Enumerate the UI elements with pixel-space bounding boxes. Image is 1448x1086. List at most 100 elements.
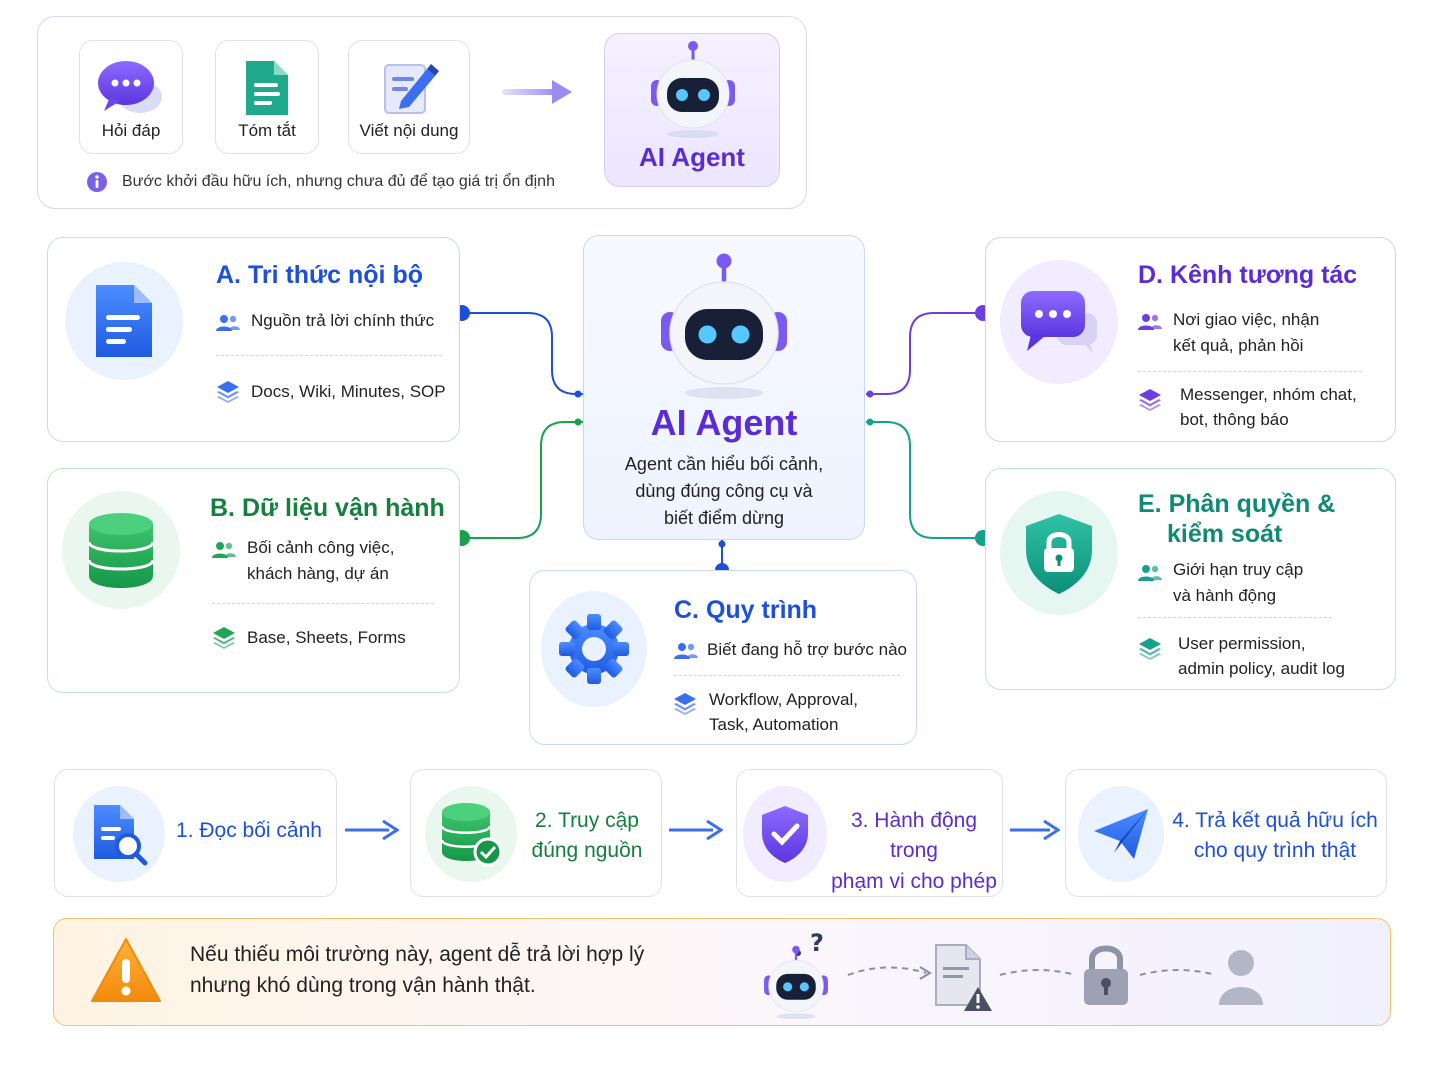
step-2-line1: 2. Truy cập	[535, 809, 639, 832]
database-check-icon	[440, 803, 503, 867]
section-d-title: D. Kênh tương tác	[1138, 261, 1358, 289]
layers-icon	[1138, 636, 1162, 660]
shield-check-icon	[762, 806, 808, 863]
step-1-title: 1. Đọc bối cảnh	[176, 819, 322, 842]
dashed-arrow-icon	[847, 966, 932, 980]
layers-icon	[212, 625, 236, 649]
section-b-row2: Base, Sheets, Forms	[247, 628, 406, 647]
section-a-row2: Docs, Wiki, Minutes, SOP	[251, 382, 446, 401]
section-a-title: A. Tri thức nội bộ	[216, 261, 423, 289]
divider	[1138, 371, 1362, 372]
document-icon	[246, 61, 288, 115]
document-warning-icon	[935, 944, 992, 1011]
section-d-row2: Messenger, nhóm chat,	[1180, 385, 1357, 404]
section-d-row1-line2: kết quả, phản hồi	[1173, 336, 1304, 355]
section-d-card: D. Kênh tương tác Nơi giao việc, nhận kế…	[985, 237, 1396, 442]
center-desc-line: biết điểm dừng	[663, 508, 785, 528]
warning-line2: nhưng khó dùng trong vận hành thật.	[190, 974, 536, 997]
section-e-row1: Giới hạn truy cập	[1173, 560, 1304, 579]
intro-panel: Hỏi đáp Tóm tắt Viết nội dung AI Agent	[37, 16, 807, 209]
divider	[674, 675, 900, 676]
dashed-line-icon	[999, 969, 1077, 976]
gear-icon	[559, 614, 629, 684]
layers-icon	[1138, 387, 1162, 411]
paper-plane-icon	[1094, 809, 1148, 859]
section-b-title: B. Dữ liệu vận hành	[210, 494, 445, 522]
section-e-card: E. Phân quyền & kiểm soát Giới hạn truy …	[985, 468, 1396, 690]
lock-icon	[1084, 945, 1128, 1005]
icon-circle	[62, 491, 180, 609]
people-icon	[1138, 563, 1162, 583]
step-card-4: 4. Trả kết quả hữu ích cho quy trình thậ…	[1065, 769, 1387, 897]
arrow-right-icon	[1010, 819, 1060, 841]
icon-circle	[425, 786, 517, 882]
icon-circle	[541, 591, 647, 707]
warning-line1: Nếu thiếu môi trường này, agent dễ trả l…	[190, 943, 645, 966]
step-card-3: 3. Hành động trong phạm vi cho phép	[736, 769, 1003, 897]
people-icon	[212, 540, 236, 560]
feature-label: Viết nội dung	[359, 121, 459, 140]
arrow-right-icon	[345, 819, 399, 841]
section-c-row1: Biết đang hỗ trợ bước nào	[707, 640, 908, 659]
feature-label: Hỏi đáp	[101, 121, 161, 140]
section-e-title-line2: kiểm soát	[1167, 520, 1283, 548]
step-2-title: 2. Truy cập đúng nguồn	[515, 806, 659, 867]
feature-card-summary: Tóm tắt	[215, 40, 319, 154]
step-4-line2: cho quy trình thật	[1193, 839, 1357, 863]
center-desc-line: dùng đúng công cụ và	[635, 481, 813, 501]
people-icon	[674, 641, 698, 661]
divider	[1138, 617, 1332, 618]
section-d-row2-line2: bot, thông báo	[1180, 410, 1289, 429]
icon-circle	[1000, 260, 1118, 384]
step-card-1: 1. Đọc bối cảnh	[54, 769, 337, 897]
shield-lock-icon	[1026, 514, 1092, 594]
step-card-2: 2. Truy cập đúng nguồn	[410, 769, 662, 897]
warning-banner: Nếu thiếu môi trường này, agent dễ trả l…	[53, 918, 1391, 1026]
layers-icon	[673, 691, 697, 715]
section-b-row1-line2: khách hàng, dự án	[247, 564, 389, 583]
section-e-row2-line2: admin policy, audit log	[1178, 659, 1345, 678]
center-agent-title: AI Agent	[650, 402, 798, 443]
top-agent-title: AI Agent	[639, 142, 745, 172]
step-3-line1: 3. Hành động trong	[850, 809, 978, 863]
step-2-line2: đúng nguồn	[531, 839, 643, 863]
step-4-line1: 4. Trả kết quả hữu ích	[1172, 809, 1378, 832]
section-a-row1: Nguồn trả lời chính thức	[251, 311, 435, 330]
divider	[216, 355, 442, 356]
section-e-row2: User permission,	[1178, 634, 1306, 653]
document-icon	[96, 285, 152, 357]
section-e-title: E. Phân quyền &	[1138, 490, 1336, 518]
icon-circle	[65, 262, 183, 380]
section-c-card: C. Quy trình Biết đang hỗ trợ bước nào W…	[529, 570, 917, 745]
people-icon	[1138, 312, 1162, 332]
robot-icon	[644, 252, 804, 402]
chat-bubble-icon	[98, 61, 162, 113]
step-4-title: 4. Trả kết quả hữu ích cho quy trình thậ…	[1170, 806, 1380, 867]
edit-note-icon	[384, 64, 439, 114]
section-c-row2-line2: Task, Automation	[709, 715, 839, 734]
section-e-row1-line2: và hành động	[1173, 586, 1277, 605]
icon-circle	[743, 786, 827, 882]
icon-circle	[1000, 491, 1118, 615]
step-3-title: 3. Hành động trong phạm vi cho phép	[829, 806, 999, 897]
section-d-row1: Nơi giao việc, nhận	[1173, 310, 1320, 329]
section-b-card: B. Dữ liệu vận hành Bối cảnh công việc, …	[47, 468, 460, 693]
icon-circle	[1078, 786, 1164, 882]
info-icon	[87, 172, 107, 192]
step-3-line2: phạm vi cho phép	[831, 869, 997, 893]
intro-note: Bước khởi đầu hữu ích, nhưng chưa đủ để …	[122, 173, 555, 190]
center-agent-card: AI Agent Agent cần hiểu bối cảnh, dùng đ…	[583, 235, 865, 540]
feature-label: Tóm tắt	[238, 121, 296, 140]
chat-bubble-icon	[1021, 291, 1097, 353]
document-search-icon	[94, 805, 148, 866]
icon-circle	[73, 786, 165, 882]
arrow-right-icon	[669, 819, 723, 841]
section-b-row1: Bối cảnh công việc,	[247, 538, 395, 557]
user-icon	[1219, 950, 1263, 1005]
confused-robot-icon: ?	[752, 929, 842, 1019]
arrow-right-icon	[502, 80, 572, 104]
database-icon	[87, 513, 155, 588]
feature-card-qa: Hỏi đáp	[79, 40, 183, 154]
dashed-line-icon	[1139, 969, 1217, 976]
